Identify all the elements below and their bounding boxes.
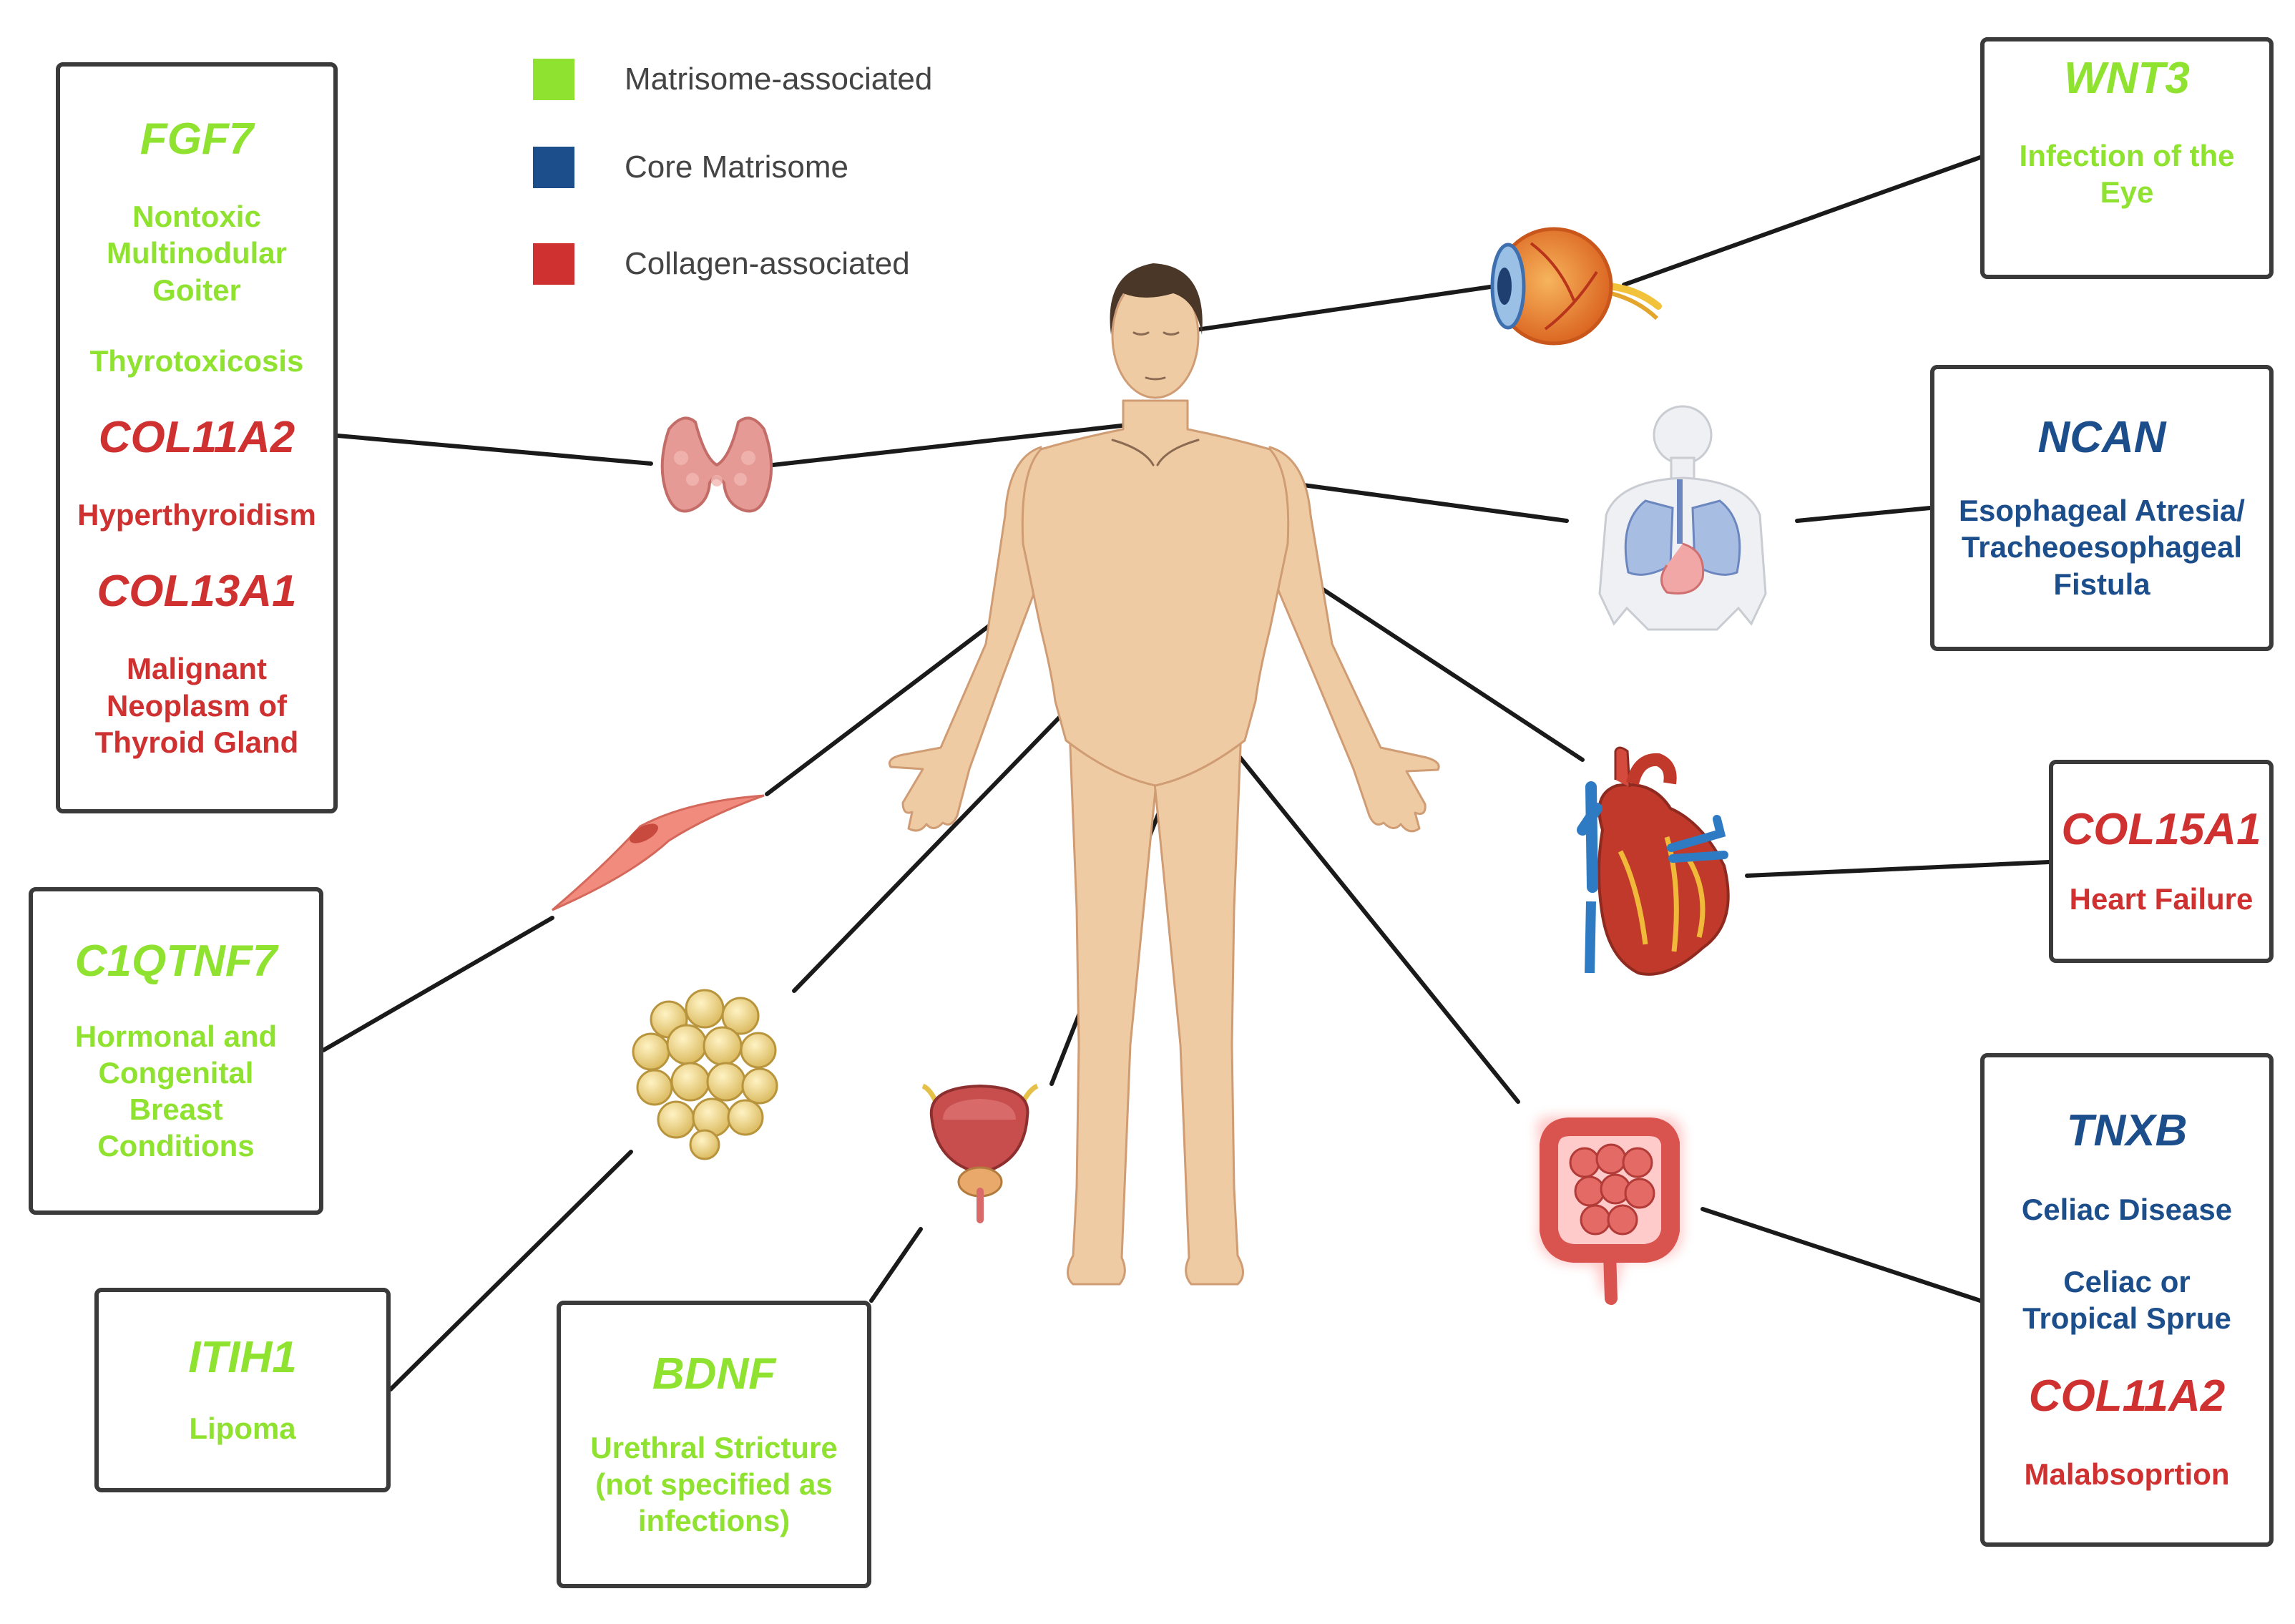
gene-label: ITIH1 xyxy=(188,1333,297,1383)
legend-swatch-core-matrisome xyxy=(533,147,574,188)
legend-item-matrisome-associated: Matrisome-associated xyxy=(533,59,932,100)
disease-label: Urethral Stricture (not specified as inf… xyxy=(590,1430,838,1538)
connector-eye-box xyxy=(1622,155,1982,287)
disease-label: Infection of the Eye xyxy=(2019,139,2235,210)
legend-swatch-collagen-associated xyxy=(533,243,574,285)
connector-bladder-box xyxy=(869,1227,923,1303)
disease-label: Malabsoprtion xyxy=(2024,1457,2230,1492)
connector-thyroid-box xyxy=(336,434,653,466)
bladder-icon xyxy=(921,1083,1039,1223)
connector-eye-body xyxy=(1175,284,1497,335)
fat-cells-icon xyxy=(632,989,778,1160)
intestine-gene-box: TNXB Celiac Disease Celiac or Tropical S… xyxy=(1980,1053,2274,1547)
legend-label-core-matrisome: Core Matrisome xyxy=(625,150,848,185)
connector-thyroid-body xyxy=(770,419,1168,467)
gene-label: FGF7 xyxy=(140,114,254,164)
legend-item-core-matrisome: Core Matrisome xyxy=(533,147,848,188)
thyroid-gene-box: FGF7 Nontoxic Multinodular Goiter Thyrot… xyxy=(56,62,338,813)
disease-label: Lipoma xyxy=(189,1411,296,1445)
fat-gene-box: ITIH1 Lipoma xyxy=(94,1288,391,1492)
connector-intestine-box xyxy=(1701,1207,1982,1303)
gene-label: COL11A2 xyxy=(2028,1371,2226,1421)
legend-item-collagen-associated: Collagen-associated xyxy=(533,243,910,285)
connector-heart-box xyxy=(1745,860,2051,878)
gene-label: C1QTNF7 xyxy=(74,936,278,987)
disease-label: Celiac or Tropical Sprue xyxy=(2022,1264,2231,1335)
connector-esophagus-box xyxy=(1795,506,1932,523)
disease-label: Esophageal Atresia/ Tracheoesophageal Fi… xyxy=(1959,494,2245,601)
gene-label: NCAN xyxy=(2037,413,2166,463)
heart-icon xyxy=(1577,746,1730,976)
gene-label: BDNF xyxy=(652,1349,776,1399)
disease-label: Thyrotoxicosis xyxy=(89,343,304,378)
connector-fat-box xyxy=(388,1150,633,1391)
heart-gene-box: COL15A1 Heart Failure xyxy=(2049,760,2274,963)
thyroid-icon xyxy=(660,416,773,513)
urethra-gene-box: BDNF Urethral Stricture (not specified a… xyxy=(557,1301,871,1588)
intestine-icon xyxy=(1536,1116,1683,1305)
eye-icon xyxy=(1490,227,1662,346)
disease-label: Nontoxic Multinodular Goiter xyxy=(107,200,287,307)
legend-swatch-matrisome-associated xyxy=(533,59,574,100)
esophagus-gene-box: NCAN Esophageal Atresia/ Tracheoesophage… xyxy=(1930,365,2274,651)
human-body-figure xyxy=(888,263,1440,1286)
disease-label: Hyperthyroidism xyxy=(77,498,316,532)
muscle-cell-icon xyxy=(552,794,765,911)
legend-label-collagen-associated: Collagen-associated xyxy=(625,246,910,281)
disease-label: Celiac Disease xyxy=(2021,1193,2233,1227)
gene-label: COL15A1 xyxy=(2061,804,2261,854)
eye-gene-box: WNT3 Infection of the Eye xyxy=(1980,37,2274,279)
connector-intestine-body xyxy=(1185,690,1520,1104)
gene-label: COL11A2 xyxy=(98,412,295,462)
lungs-stomach-icon xyxy=(1598,405,1767,631)
legend-label-matrisome-associated: Matrisome-associated xyxy=(625,62,933,97)
gene-label: COL13A1 xyxy=(97,567,297,617)
breast-gene-box: C1QTNF7 Hormonal and Congenital Breast C… xyxy=(29,887,323,1215)
gene-label: WNT3 xyxy=(2064,54,2190,103)
gene-label: TNXB xyxy=(2066,1106,2188,1156)
disease-label: Heart Failure xyxy=(2069,882,2254,916)
disease-label: Malignant Neoplasm of Thyroid Gland xyxy=(94,652,299,759)
disease-label: Hormonal and Congenital Breast Condition… xyxy=(74,1019,278,1163)
connector-muscle-box xyxy=(321,916,554,1052)
connector-fat-body xyxy=(792,678,1098,993)
